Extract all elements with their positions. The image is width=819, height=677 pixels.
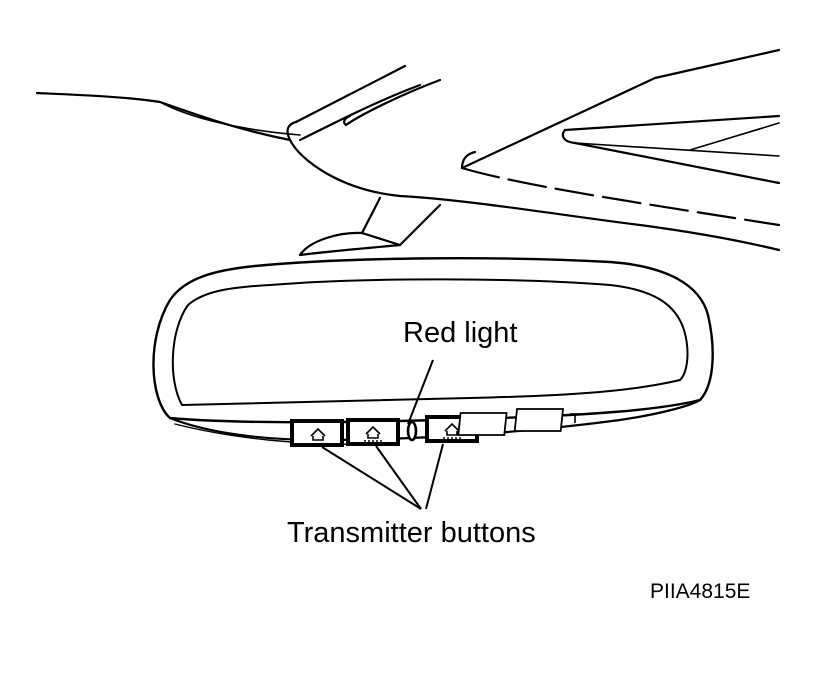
mirror-glass [171, 278, 689, 406]
transmitter-buttons-label: Transmitter buttons [287, 517, 536, 549]
garage-home-icon [443, 422, 461, 439]
antenna-icon [570, 413, 580, 423]
red-light-indicator [406, 420, 418, 442]
transmitter-button-2[interactable] [346, 418, 400, 446]
leader-lines [321, 359, 444, 510]
garage-home-icon [310, 427, 326, 441]
figure-code: PIIA4815E [650, 580, 750, 603]
headliner-outline [35, 64, 781, 252]
antenna-button[interactable] [513, 408, 580, 432]
red-light-label: Red light [403, 317, 517, 349]
mirror-mount [298, 196, 442, 257]
overhead-panel [460, 48, 781, 227]
transmitter-button-1[interactable] [290, 419, 344, 447]
garage-home-icon [364, 425, 382, 442]
